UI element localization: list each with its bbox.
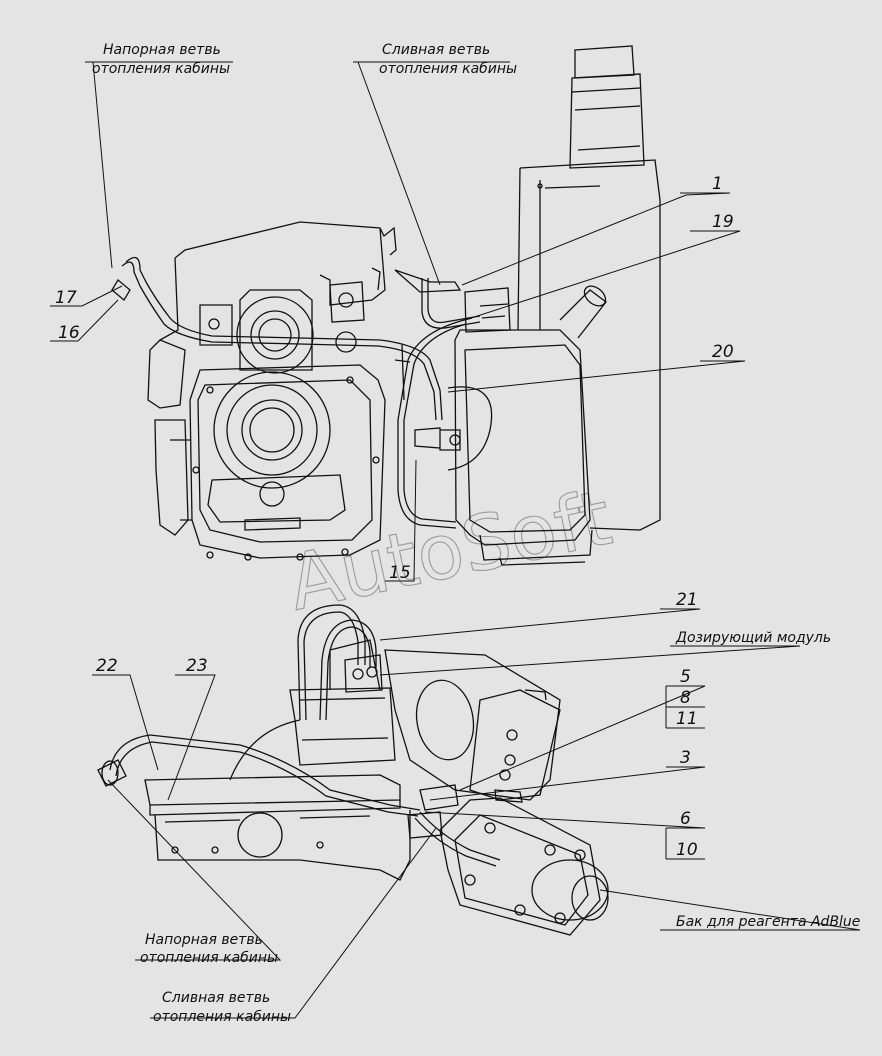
callout-21: 21 (676, 590, 698, 610)
pressure-label-line1: Напорная ветвь (103, 42, 221, 58)
callout-10: 10 (676, 840, 698, 860)
bottom-pressure-label-line1: Напорная ветвь (145, 932, 263, 948)
adblue-tank-label: Бак для реагента AdBlue (676, 914, 860, 930)
callout-1: 1 (712, 174, 723, 194)
drain-label-line1: Сливная ветвь (382, 42, 490, 58)
bottom-drain-label-line2: отопления кабины (153, 1009, 291, 1025)
watermark: AutoSoft (281, 473, 619, 628)
bottom-drain-label-line1: Сливная ветвь (162, 990, 270, 1006)
top-view-engine-drawing (111, 45, 661, 566)
callout-19: 19 (712, 212, 734, 232)
callout-8: 8 (680, 688, 691, 708)
callout-22: 22 (96, 656, 118, 676)
bottom-pressure-label-line2: отопления кабины (140, 950, 278, 966)
callout-5: 5 (680, 667, 691, 687)
callout-11: 11 (676, 709, 698, 729)
top-labels: Напорная ветвь отопления кабины Сливная … (55, 42, 734, 583)
callout-16: 16 (58, 323, 80, 343)
callout-6: 6 (680, 809, 691, 829)
bottom-view-engine-drawing (97, 604, 609, 936)
bottom-labels: 21 Дозирующий модуль 22 23 5 8 11 3 6 10… (96, 590, 860, 1025)
callout-20: 20 (712, 342, 734, 362)
callout-23: 23 (186, 656, 208, 676)
callout-15: 15 (389, 563, 411, 583)
pressure-label-line2: отопления кабины (92, 61, 230, 77)
dosing-module-label: Дозирующий модуль (675, 630, 831, 646)
callout-3: 3 (680, 748, 691, 768)
callout-17: 17 (55, 288, 77, 308)
drain-label-line2: отопления кабины (379, 61, 517, 77)
leader-lines (50, 61, 861, 1019)
